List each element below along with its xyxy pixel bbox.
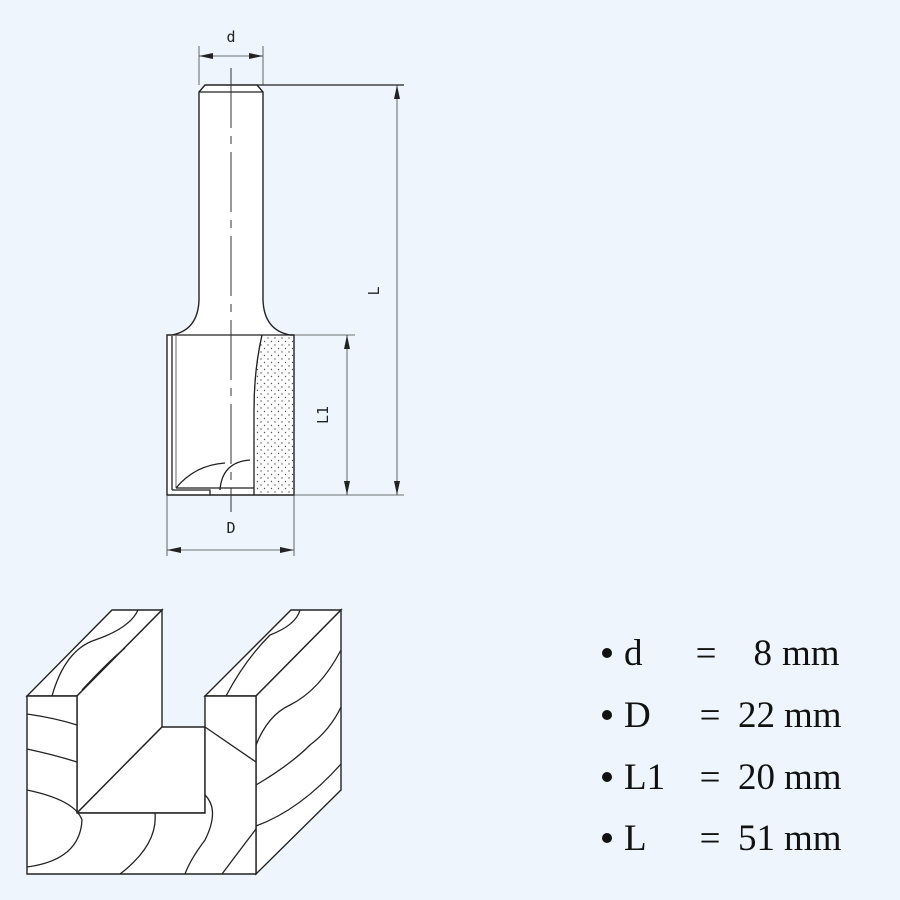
svg-text:51: 51	[738, 818, 775, 859]
spec-list: d = 8 mm D = 22 mm L1 = 20 mm L = 51 mm	[602, 633, 842, 859]
spec-item-D: D = 22 mm	[602, 695, 842, 736]
svg-text:22: 22	[738, 695, 775, 736]
bullet-icon	[602, 710, 612, 720]
wood-groove-illustration	[25, 608, 343, 876]
svg-text:d: d	[624, 633, 643, 674]
svg-text:L1: L1	[624, 757, 665, 798]
svg-text:=: =	[700, 818, 721, 859]
svg-text:20: 20	[738, 757, 775, 798]
svg-text:D: D	[624, 695, 651, 736]
dim-label-L: L	[365, 286, 383, 295]
bullet-icon	[602, 833, 612, 843]
svg-text:L: L	[624, 818, 647, 859]
bullet-icon	[602, 648, 612, 658]
spec-item-L: L = 51 mm	[602, 818, 842, 859]
svg-text:=: =	[700, 757, 721, 798]
dim-label-L1: L1	[314, 406, 332, 424]
svg-text:mm: mm	[784, 818, 842, 859]
svg-text:=: =	[696, 633, 717, 674]
spec-item-d: d = 8 mm	[602, 633, 840, 674]
spec-item-L1: L1 = 20 mm	[602, 757, 842, 798]
svg-text:mm: mm	[784, 695, 842, 736]
svg-text:8: 8	[754, 633, 773, 674]
router-bit-drawing: d L L1 D	[166, 28, 404, 556]
svg-text:mm: mm	[782, 633, 840, 674]
svg-text:mm: mm	[784, 757, 842, 798]
bullet-icon	[602, 772, 612, 782]
carbide-cutting-edge	[253, 334, 295, 496]
dim-label-d: d	[226, 28, 235, 46]
dim-label-D: D	[226, 519, 235, 537]
svg-text:=: =	[700, 695, 721, 736]
